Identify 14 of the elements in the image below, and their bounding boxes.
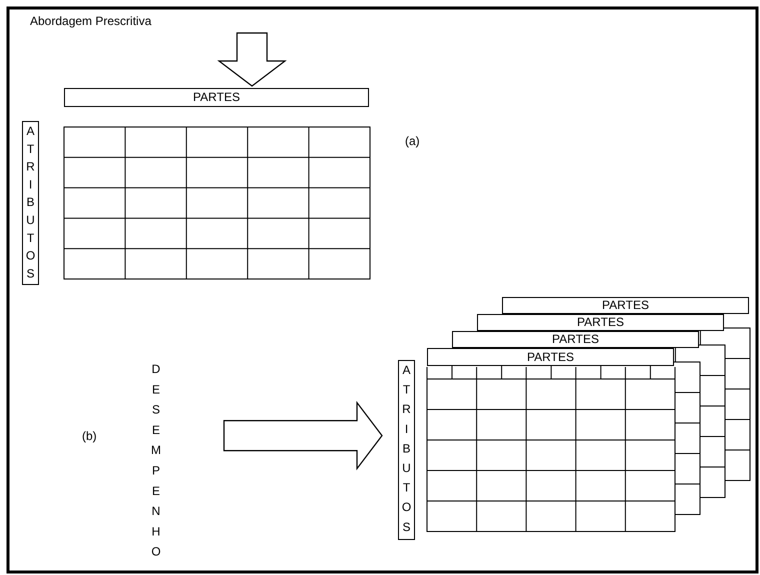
parts-bar: PARTES [64, 88, 369, 107]
parts-bar: PARTES [477, 314, 724, 331]
vertical-text: DESEMPENHO [148, 360, 164, 568]
attributes-box: ATRIBUTOS [22, 121, 39, 285]
block-arrow [217, 32, 287, 87]
panel-label: (b) [82, 429, 97, 443]
attributes-box: ATRIBUTOS [398, 360, 415, 540]
title: Abordagem Prescritiva [30, 14, 152, 28]
stacked-grids-drawing [427, 328, 750, 533]
block-arrow [223, 400, 383, 470]
parts-bar: PARTES [502, 297, 749, 314]
parts-bar: PARTES [427, 348, 674, 366]
panel-label: (a) [405, 134, 420, 148]
parts-bar: PARTES [452, 331, 699, 348]
